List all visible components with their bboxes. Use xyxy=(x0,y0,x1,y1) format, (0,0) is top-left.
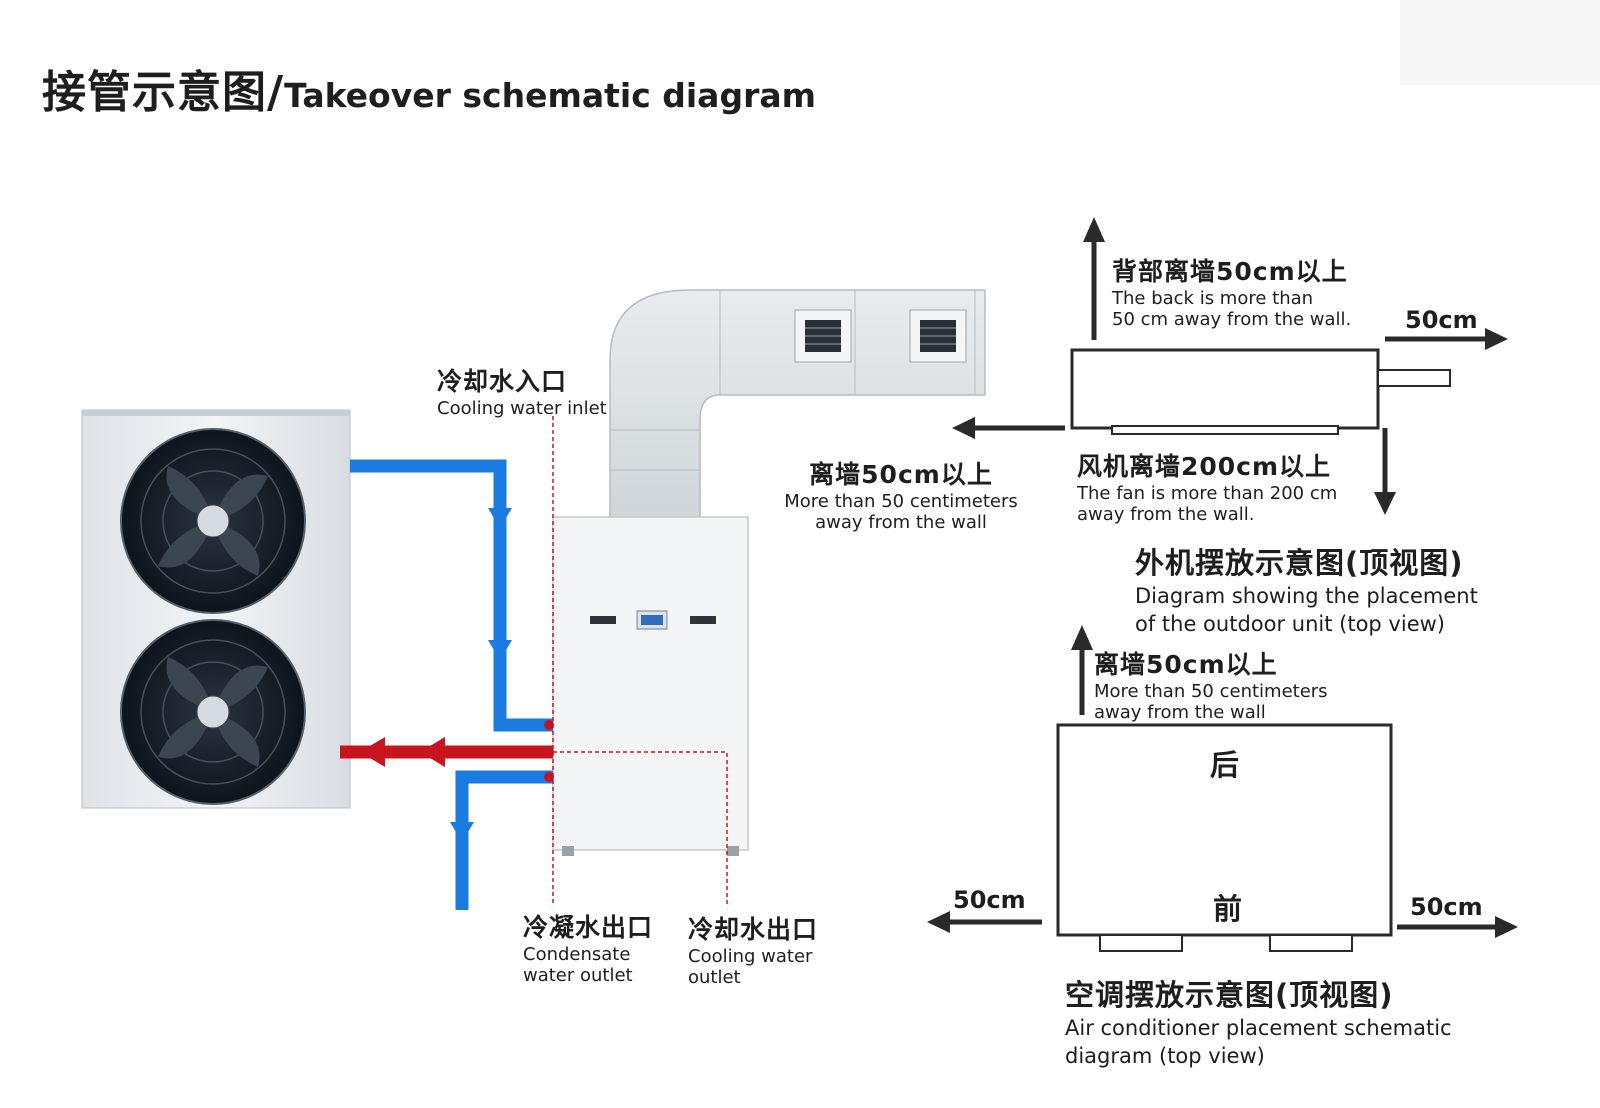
inlet-label: 冷却水入口 Cooling water inlet xyxy=(437,362,607,419)
ac-rear-label: 后 xyxy=(1210,748,1241,782)
outdoor-back-en-2: 50 cm away from the wall. xyxy=(1112,309,1352,330)
ac-back-label: 离墙50cm以上 More than 50 centimeters away f… xyxy=(1094,645,1328,723)
air-vent-icon xyxy=(909,309,967,363)
outdoor-fan-cn: 风机离墙200cm以上 xyxy=(1077,452,1332,481)
ac-caption-cn: 空调摆放示意图(顶视图) xyxy=(1065,978,1394,1012)
inlet-port xyxy=(544,720,554,730)
outdoor-back-en-1: The back is more than xyxy=(1112,288,1314,309)
outlet-label-cn: 冷却水出口 xyxy=(688,915,819,944)
condensate-port xyxy=(544,772,554,782)
corner-shade xyxy=(1400,0,1600,85)
outdoor-side-left-en-2: away from the wall xyxy=(815,512,987,533)
ac-left-dim: 50cm xyxy=(953,886,1026,914)
cooling-water-inlet-pipe xyxy=(350,459,553,732)
condensate-label-cn: 冷凝水出口 xyxy=(523,913,654,942)
ac-front-label: 前 xyxy=(1213,892,1244,926)
outdoor-fan-en-1: The fan is more than 200 cm xyxy=(1077,483,1338,504)
ac-caption: 空调摆放示意图(顶视图) Air conditioner placement s… xyxy=(1065,972,1452,1070)
page-title: 接管示意图/Takeover schematic diagram xyxy=(42,56,816,120)
title-en: Takeover schematic diagram xyxy=(284,76,816,115)
indoor-ac-cabinet xyxy=(552,516,749,856)
ac-unit-top-view xyxy=(927,625,1518,952)
outdoor-caption-en-1: Diagram showing the placement xyxy=(1135,584,1478,608)
outdoor-side-left-cn: 离墙50cm以上 xyxy=(809,460,993,489)
air-vent-icon xyxy=(794,309,852,363)
outdoor-condenser-unit xyxy=(81,409,351,809)
fan-upper-icon xyxy=(120,428,306,614)
title-cn: 接管示意图/ xyxy=(42,67,285,118)
outlet-label-en-1: Cooling water xyxy=(688,946,813,967)
cooling-water-outlet-pipe xyxy=(340,737,553,767)
condensate-label: 冷凝水出口 Condensate water outlet xyxy=(523,908,653,986)
outdoor-fan-label: 风机离墙200cm以上 The fan is more than 200 cm … xyxy=(1077,447,1337,525)
ac-back-en-2: away from the wall xyxy=(1094,702,1266,723)
outdoor-unit-top-view xyxy=(952,217,1508,515)
ac-back-en-1: More than 50 centimeters xyxy=(1094,681,1328,702)
ac-caption-en-1: Air conditioner placement schematic xyxy=(1065,1016,1452,1040)
outdoor-back-label: 背部离墙50cm以上 The back is more than 50 cm a… xyxy=(1112,252,1351,330)
air-duct xyxy=(609,289,986,521)
outlet-label-en-2: outlet xyxy=(688,967,741,988)
outdoor-caption-en-2: of the outdoor unit (top view) xyxy=(1135,612,1445,636)
outdoor-back-cn: 背部离墙50cm以上 xyxy=(1112,257,1348,286)
outdoor-caption-cn: 外机摆放示意图(顶视图) xyxy=(1135,546,1464,580)
outlet-label: 冷却水出口 Cooling water outlet xyxy=(688,910,818,988)
outlet-leader-line xyxy=(553,751,728,905)
ac-caption-en-2: diagram (top view) xyxy=(1065,1044,1265,1068)
outdoor-side-right-dim: 50cm xyxy=(1405,306,1478,334)
outdoor-fan-en-2: away from the wall. xyxy=(1077,504,1255,525)
outdoor-caption: 外机摆放示意图(顶视图) Diagram showing the placeme… xyxy=(1135,540,1478,638)
ac-right-dim: 50cm xyxy=(1410,893,1483,921)
condensate-label-en-1: Condensate xyxy=(523,944,631,965)
condensate-label-en-2: water outlet xyxy=(523,965,633,986)
outdoor-side-left-label: 离墙50cm以上 More than 50 centimeters away f… xyxy=(776,455,1026,533)
inlet-label-en: Cooling water inlet xyxy=(437,398,607,419)
ac-back-cn: 离墙50cm以上 xyxy=(1094,650,1278,679)
fan-lower-icon xyxy=(120,619,306,805)
outlet-port xyxy=(544,747,554,757)
condensate-outlet-pipe xyxy=(450,770,553,910)
outdoor-side-left-en-1: More than 50 centimeters xyxy=(784,491,1018,512)
inlet-label-cn: 冷却水入口 xyxy=(437,367,568,396)
